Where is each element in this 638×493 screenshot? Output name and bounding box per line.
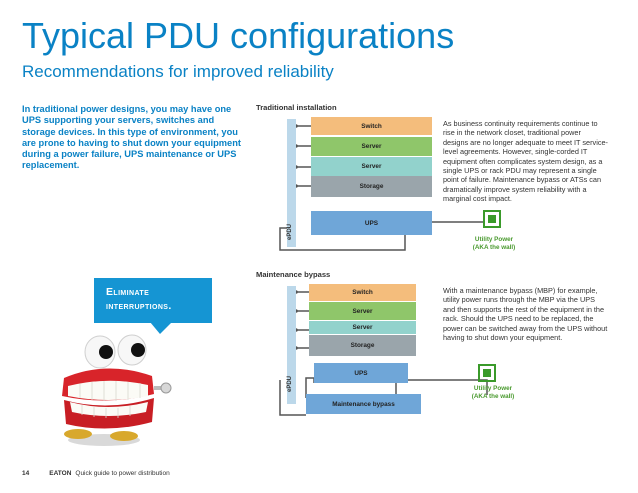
utility-label-line-2: (AKA the wall) bbox=[471, 392, 515, 400]
utility-label-line-1: Utility Power bbox=[474, 236, 514, 243]
maintenance-bypass-unit: Maintenance bypass bbox=[306, 394, 421, 414]
utility-outlet-traditional bbox=[483, 210, 501, 228]
traditional-ups: UPS bbox=[311, 211, 432, 235]
footer-brand: EATON bbox=[49, 470, 72, 477]
traditional-server-1: Server bbox=[311, 137, 432, 156]
page-title: Typical PDU configurations bbox=[22, 15, 455, 56]
bypass-heading: Maintenance bypass bbox=[256, 270, 331, 279]
outlet-icon bbox=[488, 215, 496, 223]
epdu-traditional bbox=[287, 119, 296, 247]
callout-line-2: interruptions. bbox=[106, 300, 172, 312]
traditional-switch: Switch bbox=[311, 117, 432, 135]
traditional-server-2: Server bbox=[311, 157, 432, 176]
chattering-teeth-illustration bbox=[62, 334, 172, 446]
bypass-switch: Switch bbox=[309, 284, 416, 301]
bypass-storage: Storage bbox=[309, 335, 416, 356]
intro-paragraph: In traditional power designs, you may ha… bbox=[22, 104, 241, 171]
page-subtitle: Recommendations for improved reliability bbox=[22, 62, 334, 81]
callout-box bbox=[94, 278, 212, 323]
utility-label-line-1: Utility Power bbox=[473, 385, 513, 392]
utility-outlet-bypass bbox=[478, 364, 496, 382]
utility-label-bypass: Utility Power (AKA the wall) bbox=[466, 385, 520, 400]
utility-label-line-2: (AKA the wall) bbox=[472, 243, 516, 251]
epdu-bypass-label: ePDU bbox=[287, 375, 293, 392]
footer-guide-title: Quick guide to power distribution bbox=[75, 470, 170, 477]
bypass-ups: UPS bbox=[314, 363, 408, 383]
bypass-server-2: Server bbox=[309, 321, 416, 334]
traditional-storage: Storage bbox=[311, 176, 432, 197]
callout-text: Eliminate interruptions. bbox=[106, 285, 172, 313]
epdu-bypass bbox=[287, 286, 296, 404]
bypass-description: With a maintenance bypass (MBP) for exam… bbox=[443, 286, 608, 343]
callout-line-1: Eliminate bbox=[106, 286, 150, 298]
utility-label-traditional: Utility Power (AKA the wall) bbox=[467, 236, 521, 251]
traditional-description: As business continuity requirements cont… bbox=[443, 119, 608, 204]
outlet-icon bbox=[483, 369, 491, 377]
traditional-heading: Traditional installation bbox=[256, 103, 337, 112]
bypass-server-1: Server bbox=[309, 302, 416, 320]
page-number: 14 bbox=[22, 470, 30, 477]
epdu-traditional-label: ePDU bbox=[287, 223, 293, 240]
callout-pointer bbox=[150, 322, 172, 334]
